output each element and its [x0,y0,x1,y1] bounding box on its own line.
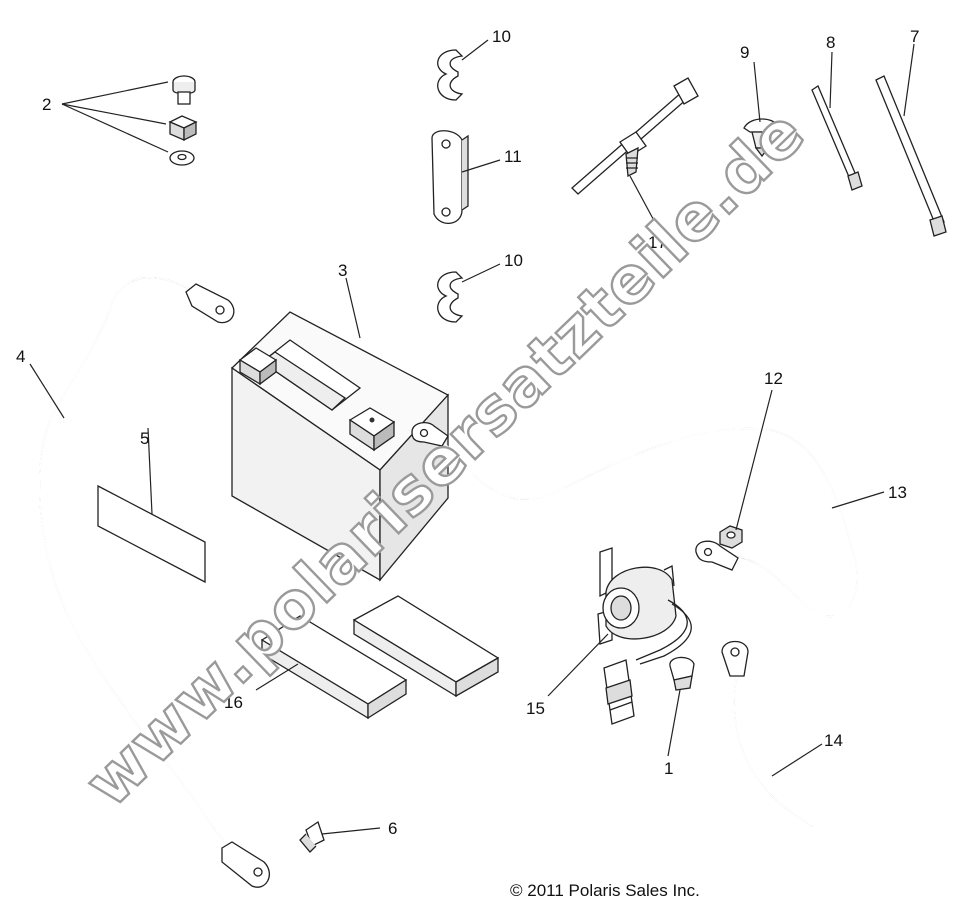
terminal-bolt [669,656,695,691]
callout-1: 1 [664,759,673,778]
warning-label [97,484,206,584]
callout-11: 11 [504,147,522,166]
cable-tie-short [811,85,863,191]
callout-8: 8 [826,33,835,52]
connector-plug [603,659,635,725]
push-pin [299,820,325,853]
battery-terminal-positive [348,407,396,452]
callout-10-upper: 10 [492,27,511,46]
cable-ring-terminal-bottom [221,841,270,888]
starter-solenoid [597,547,692,725]
hold-down-strap [431,130,469,224]
hold-down-clip-lower [437,271,464,323]
callout-10-lower: 10 [504,251,523,270]
callout-5: 5 [140,429,149,448]
copyright-notice: © 2011 Polaris Sales Inc. [510,881,700,900]
callout-16: 16 [224,693,243,712]
square-nut [168,115,198,142]
callout-12: 12 [764,369,783,388]
callout-14: 14 [824,731,843,750]
callout-2: 2 [42,95,51,114]
battery-pad-rear [352,595,500,698]
callout-13: 13 [888,483,907,502]
leader-lines [29,39,915,835]
callout-9: 9 [740,43,749,62]
washer [169,150,195,166]
hex-nut [719,525,743,549]
callout-17: 17 [648,233,667,252]
positive-cable [411,421,859,618]
positive-cable-terminal-battery [411,421,449,447]
callout-7: 7 [910,27,919,46]
callout-4: 4 [16,347,25,366]
starter-cable [721,640,813,827]
negative-cable [38,276,270,888]
cable-ring-terminal-top [185,283,235,324]
cable-tie-with-clip [571,77,699,195]
push-rivet [743,118,781,158]
battery-terminal-negative [238,347,278,386]
cable-tie-long [875,75,947,237]
callout-3: 3 [338,261,347,280]
battery-pad-front [260,615,408,720]
positive-cable-terminal-solenoid [695,540,739,571]
hold-down-clip-upper [437,49,464,101]
callout-labels: 1 2 3 4 5 6 7 8 9 10 10 11 12 13 14 15 1… [16,27,919,838]
starter-cable-terminal [721,640,749,677]
bolt [172,75,196,105]
fastener-kit [168,75,198,166]
callout-15: 15 [526,699,545,718]
callout-6: 6 [388,819,397,838]
